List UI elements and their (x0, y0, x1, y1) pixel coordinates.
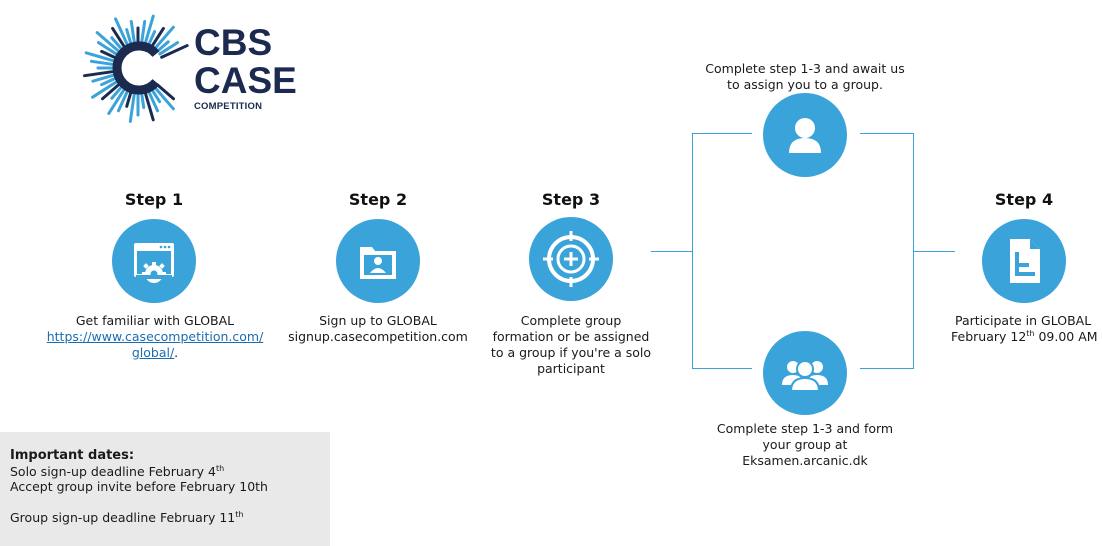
person-icon (789, 118, 821, 153)
connector-right-bottom (860, 368, 914, 369)
step-4-description: Participate in GLOBAL February 12th 09.0… (938, 313, 1102, 345)
step-4-line-2: February 12th 09.00 AM (951, 328, 1098, 344)
group-deadline: Group sign-up deadline February 11th (10, 509, 244, 525)
logo-line-3: COMPETITION (194, 101, 263, 112)
group-circle (763, 331, 847, 415)
group-line-2: your group at (762, 437, 848, 452)
browser-gear-icon (134, 243, 174, 283)
logo-line-1: CBS (194, 22, 273, 63)
step-3-line-4: participant (537, 361, 605, 376)
group-line-1: Complete step 1-3 and form (716, 421, 894, 436)
step-1-link[interactable]: https://www.casecompetition.com/ (46, 329, 264, 344)
step-1-link-continued[interactable]: global/ (131, 345, 175, 360)
step-4-circle (982, 219, 1066, 303)
logo-ring-icon (83, 14, 189, 123)
connector-left-top (692, 133, 752, 134)
logo-wordmark: CBS CASE COMPETITION (194, 24, 297, 112)
solo-line-2: to assign you to a group. (727, 77, 883, 92)
connector-step3-out (651, 251, 693, 252)
connector-left-bottom (692, 368, 752, 369)
group-line-3: Eksamen.arcanic.dk (742, 453, 868, 468)
step-1-period: . (174, 345, 179, 360)
solo-deadline: Solo sign-up deadline February 4th (10, 463, 225, 479)
connector-step4-in (913, 251, 955, 252)
logo-line-2: CASE (194, 60, 297, 101)
step-3-description: Complete group formation or be assigned … (476, 313, 666, 377)
step-1-description: Get familiar with GLOBAL https://www.cas… (30, 313, 280, 361)
group-branch-description: Complete step 1-3 and form your group at… (690, 421, 920, 469)
connector-right-top (860, 133, 914, 134)
step-3-line-2: formation or be assigned (492, 329, 650, 344)
important-dates-box: Important dates: Solo sign-up deadline F… (0, 432, 330, 546)
step-4-line-1: Participate in GLOBAL (955, 313, 1092, 328)
connector-left-vertical (692, 133, 693, 369)
solo-line-1: Complete step 1-3 and await us (705, 61, 905, 76)
folder-person-icon (360, 247, 396, 279)
step-1-text: Get familiar with GLOBAL (75, 313, 235, 328)
step-3-line-1: Complete group (520, 313, 622, 328)
crosshair-plus-icon (543, 231, 599, 287)
step-2-line-2: signup.casecompetition.com (288, 329, 468, 344)
step-4-title: Step 4 (994, 190, 1054, 209)
accept-invite-deadline: Accept group invite before February 10th (10, 479, 268, 494)
solo-circle (763, 93, 847, 177)
step-2-title: Step 2 (348, 190, 408, 209)
step-2-description: Sign up to GLOBAL signup.casecompetition… (280, 313, 476, 345)
step-2-circle (336, 219, 420, 303)
step-1-title: Step 1 (124, 190, 184, 209)
step-3-line-3: to a group if you're a solo (490, 345, 652, 360)
document-icon (1010, 239, 1040, 283)
step-1-circle (112, 219, 196, 303)
step-3-circle (529, 217, 613, 301)
cbs-case-competition-logo: CBS CASE COMPETITION (82, 8, 297, 126)
solo-branch-description: Complete step 1-3 and await us to assign… (680, 61, 930, 93)
group-icon (782, 360, 828, 392)
step-2-line-1: Sign up to GLOBAL (319, 313, 437, 328)
step-3-title: Step 3 (541, 190, 601, 209)
dates-heading: Important dates: (10, 448, 135, 463)
